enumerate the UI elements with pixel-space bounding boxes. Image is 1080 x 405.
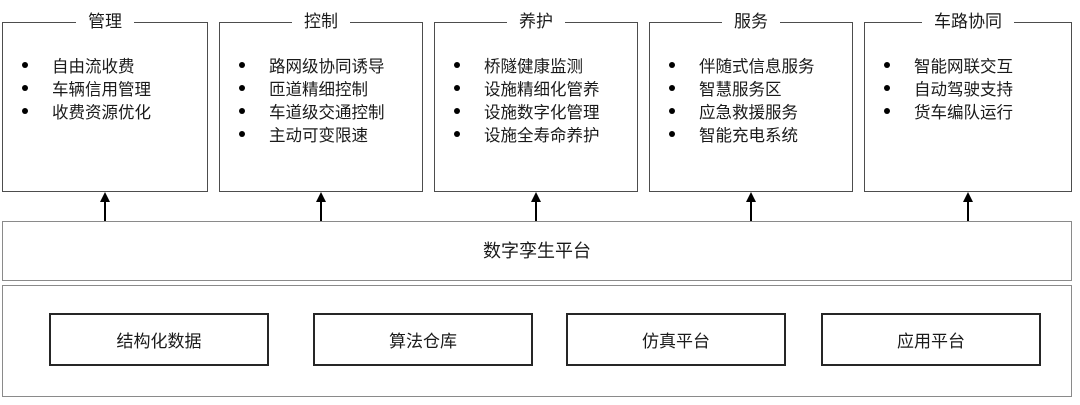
item-label: 设施数字化管理 xyxy=(484,104,600,122)
bullet-icon xyxy=(22,62,28,68)
list-item: 智能充电系统 xyxy=(669,125,853,148)
bullet-icon xyxy=(454,108,460,114)
item-label: 货车编队运行 xyxy=(914,104,1013,122)
list-item: 桥隧健康监测 xyxy=(454,56,638,79)
arrow-up-to-service xyxy=(750,201,752,221)
bullet-icon xyxy=(454,62,460,68)
group-items-vehicle-road-coordination: 智能网联交互 自动驾驶支持 货车编队运行 xyxy=(864,56,1072,125)
item-label: 设施精细化管养 xyxy=(484,81,600,99)
resource-box-simulation-platform[interactable]: 仿真平台 xyxy=(566,313,786,366)
list-item: 主动可变限速 xyxy=(239,125,423,148)
list-item: 收费资源优化 xyxy=(22,102,208,125)
arrow-up-to-management xyxy=(104,201,106,221)
bullet-icon xyxy=(884,62,890,68)
bullet-icon xyxy=(884,108,890,114)
list-item: 路网级协同诱导 xyxy=(239,56,423,79)
group-title-control: 控制 xyxy=(292,12,350,32)
bullet-icon xyxy=(669,62,675,68)
item-label: 智慧服务区 xyxy=(699,81,782,99)
list-item: 自动驾驶支持 xyxy=(884,79,1072,102)
bullet-icon xyxy=(239,85,245,91)
list-item: 智能网联交互 xyxy=(884,56,1072,79)
group-items-control: 路网级协同诱导 匝道精细控制 车道级交通控制 主动可变限速 xyxy=(219,56,423,148)
item-label: 主动可变限速 xyxy=(269,127,368,145)
arrow-up-to-maintenance xyxy=(535,201,537,221)
list-item: 设施精细化管养 xyxy=(454,79,638,102)
group-box-maintenance[interactable]: 养护 桥隧健康监测 设施精细化管养 设施数字化管理 设施全寿命养护 xyxy=(434,12,638,192)
item-label: 桥隧健康监测 xyxy=(484,58,583,76)
group-box-management[interactable]: 管理 自由流收费 车辆信用管理 收费资源优化 xyxy=(2,12,208,192)
bullet-icon xyxy=(239,131,245,137)
resource-box-structured-data[interactable]: 结构化数据 xyxy=(49,313,269,366)
list-item: 应急救援服务 xyxy=(669,102,853,125)
bullet-icon xyxy=(22,108,28,114)
platform-label: 数字孪生平台 xyxy=(483,241,591,261)
item-label: 应急救援服务 xyxy=(699,104,798,122)
item-label: 车道级交通控制 xyxy=(269,104,385,122)
list-item: 设施全寿命养护 xyxy=(454,125,638,148)
arrow-up-to-control xyxy=(320,201,322,221)
resource-box-algorithm-repository[interactable]: 算法仓库 xyxy=(313,313,533,366)
arrow-up-to-vehicle-road-coordination xyxy=(967,201,969,221)
resource-label: 算法仓库 xyxy=(389,332,457,351)
list-item: 车辆信用管理 xyxy=(22,79,208,102)
resource-box-application-platform[interactable]: 应用平台 xyxy=(821,313,1041,366)
item-label: 自由流收费 xyxy=(52,58,135,76)
item-label: 设施全寿命养护 xyxy=(484,127,600,145)
list-item: 车道级交通控制 xyxy=(239,102,423,125)
item-label: 车辆信用管理 xyxy=(52,81,151,99)
item-label: 自动驾驶支持 xyxy=(914,81,1013,99)
resource-label: 结构化数据 xyxy=(116,332,202,351)
list-item: 匝道精细控制 xyxy=(239,79,423,102)
resource-label: 仿真平台 xyxy=(642,332,710,351)
bullet-icon xyxy=(454,131,460,137)
capability-groups-row: 管理 自由流收费 车辆信用管理 收费资源优化 控制 xyxy=(0,0,1080,200)
bullet-icon xyxy=(669,131,675,137)
bullet-icon xyxy=(454,85,460,91)
group-title-management: 管理 xyxy=(76,12,134,32)
group-items-service: 伴随式信息服务 智慧服务区 应急救援服务 智能充电系统 xyxy=(649,56,853,148)
group-box-control[interactable]: 控制 路网级协同诱导 匝道精细控制 车道级交通控制 主动可变限速 xyxy=(219,12,423,192)
item-label: 智能充电系统 xyxy=(699,127,798,145)
item-label: 收费资源优化 xyxy=(52,104,151,122)
group-items-maintenance: 桥隧健康监测 设施精细化管养 设施数字化管理 设施全寿命养护 xyxy=(434,56,638,148)
bullet-icon xyxy=(22,85,28,91)
bullet-icon xyxy=(669,85,675,91)
list-item: 设施数字化管理 xyxy=(454,102,638,125)
bullet-icon xyxy=(239,62,245,68)
resource-label: 应用平台 xyxy=(897,332,965,351)
list-item: 货车编队运行 xyxy=(884,102,1072,125)
group-title-maintenance: 养护 xyxy=(507,12,565,32)
group-title-service: 服务 xyxy=(722,12,780,32)
digital-twin-platform-band[interactable]: 数字孪生平台 xyxy=(2,221,1072,281)
resource-box-row: 结构化数据 算法仓库 仿真平台 应用平台 xyxy=(3,313,1071,366)
item-label: 智能网联交互 xyxy=(914,58,1013,76)
item-label: 伴随式信息服务 xyxy=(699,58,815,76)
bullet-icon xyxy=(884,85,890,91)
bullet-icon xyxy=(239,108,245,114)
bullet-icon xyxy=(669,108,675,114)
group-box-service[interactable]: 服务 伴随式信息服务 智慧服务区 应急救援服务 智能充电系统 xyxy=(649,12,853,192)
item-label: 路网级协同诱导 xyxy=(269,58,385,76)
group-title-vehicle-road-coordination: 车路协同 xyxy=(922,12,1014,32)
list-item: 自由流收费 xyxy=(22,56,208,79)
list-item: 智慧服务区 xyxy=(669,79,853,102)
group-box-vehicle-road-coordination[interactable]: 车路协同 智能网联交互 自动驾驶支持 货车编队运行 xyxy=(864,12,1072,192)
list-item: 伴随式信息服务 xyxy=(669,56,853,79)
group-items-management: 自由流收费 车辆信用管理 收费资源优化 xyxy=(2,56,208,125)
item-label: 匝道精细控制 xyxy=(269,81,368,99)
resource-layer-band: 结构化数据 算法仓库 仿真平台 应用平台 xyxy=(2,285,1072,397)
